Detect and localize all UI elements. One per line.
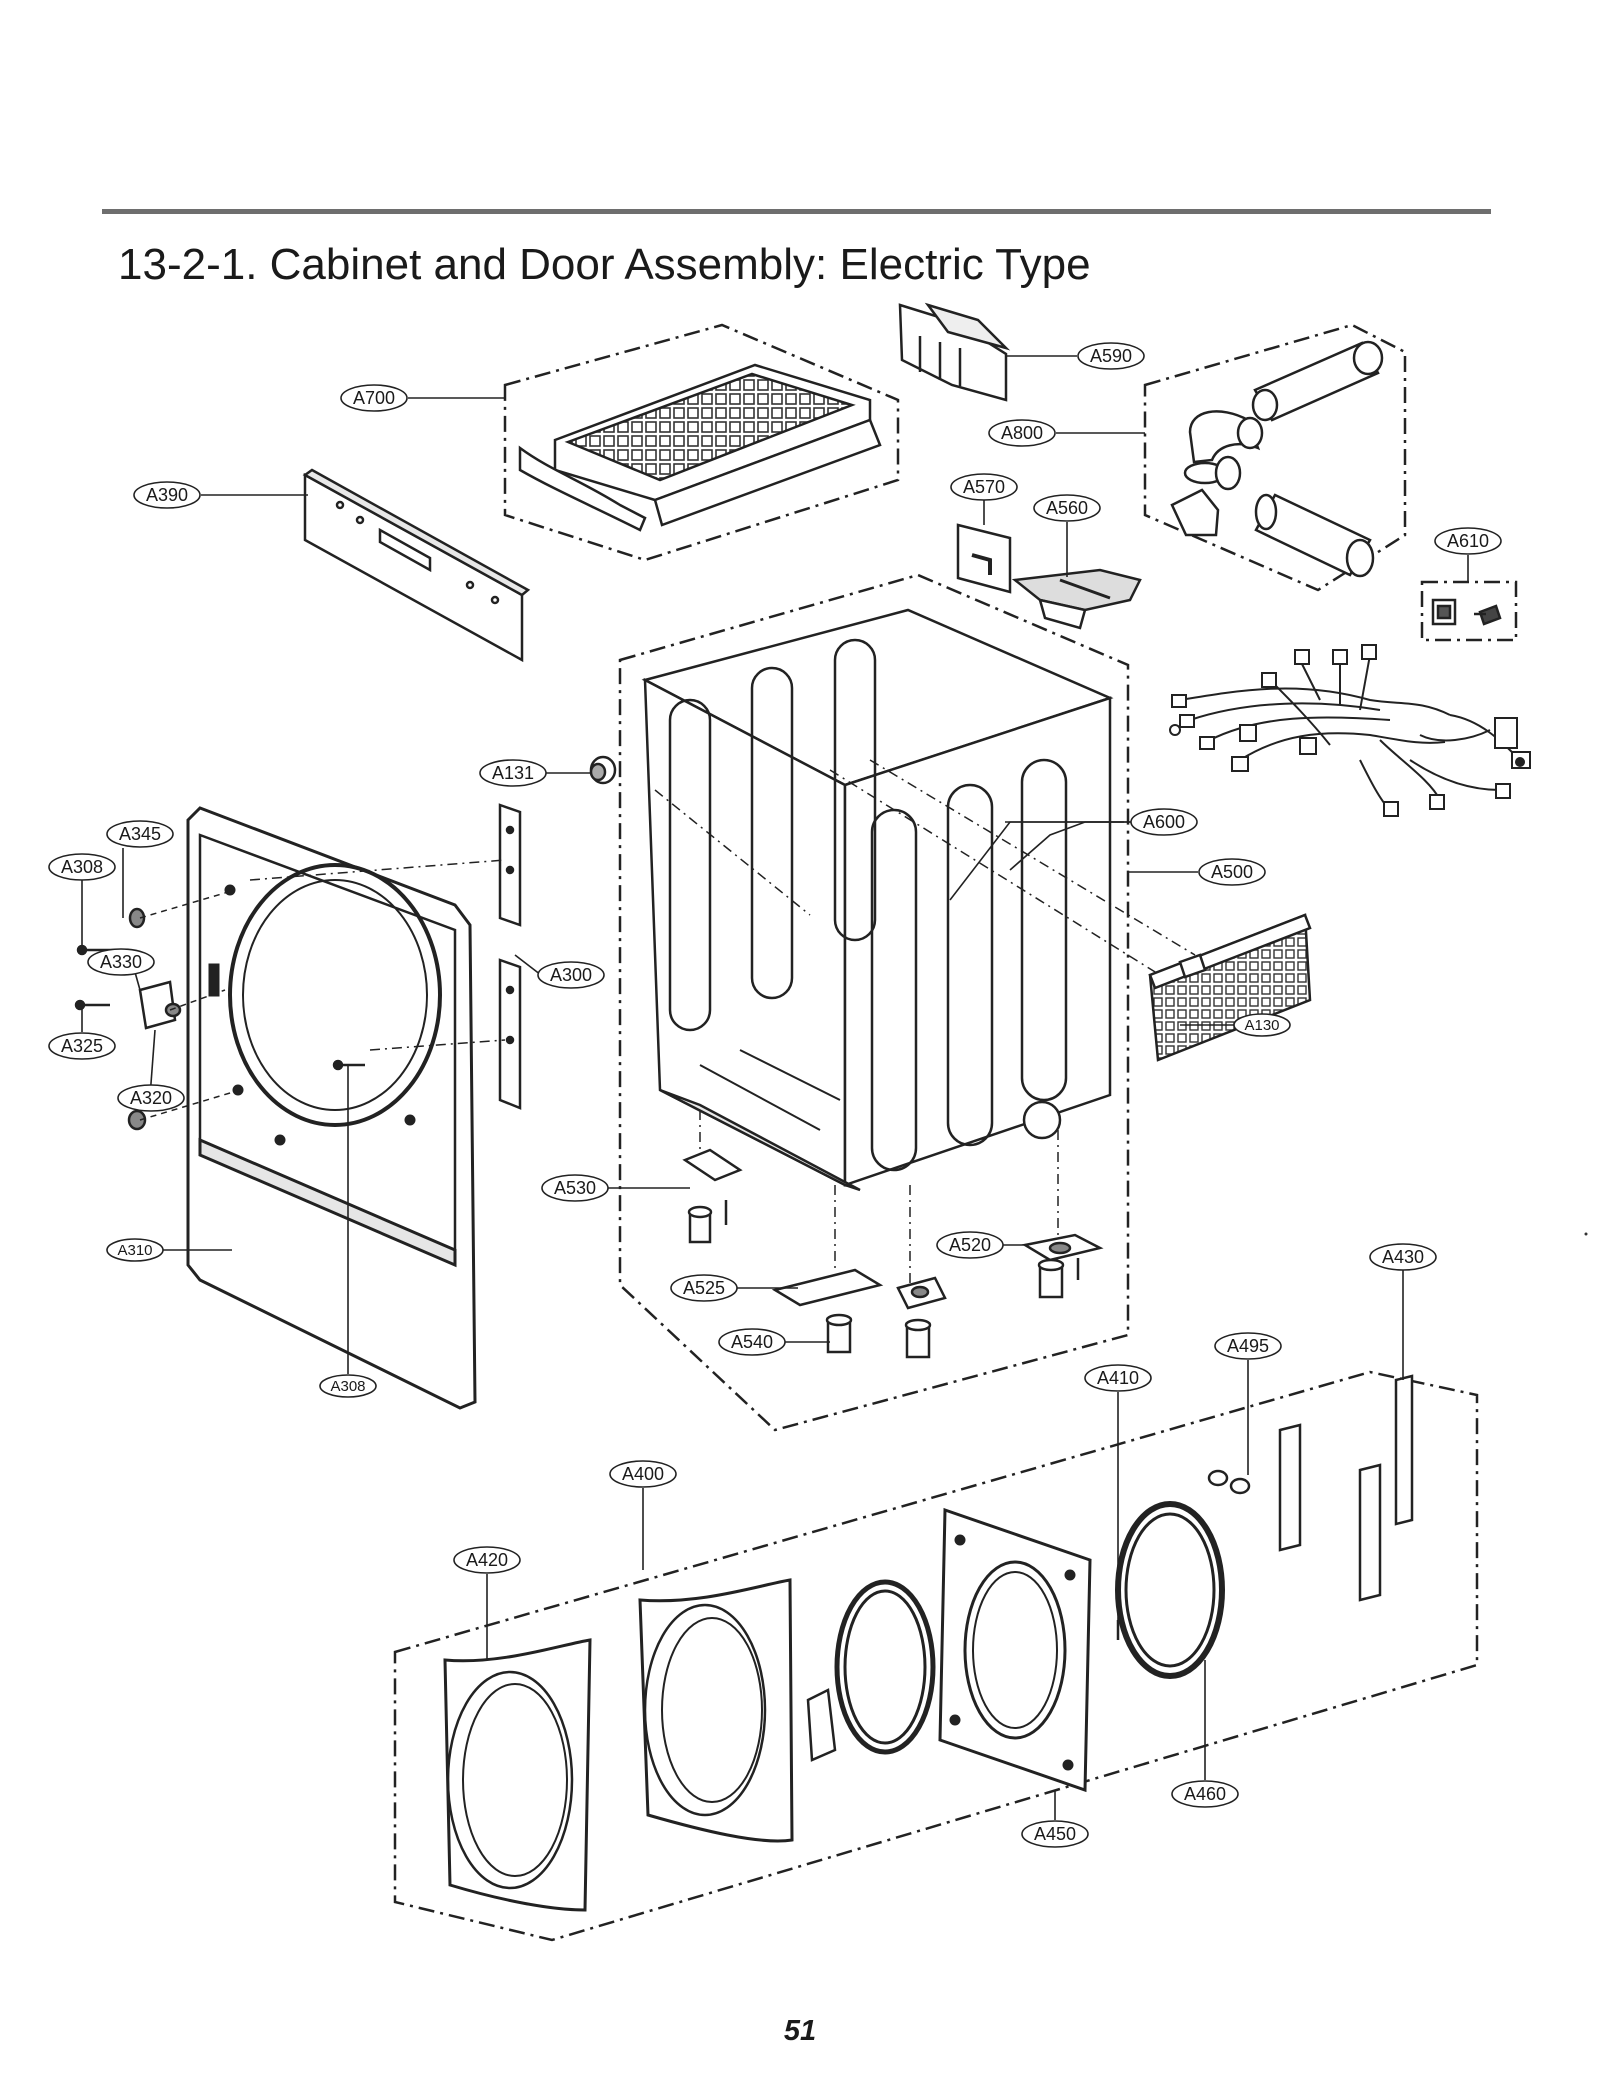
- callout-A570: A570: [950, 473, 1018, 501]
- svg-text:A320: A320: [130, 1088, 172, 1108]
- door-inner-plate-part: [938, 1507, 1092, 1793]
- svg-text:A570: A570: [963, 477, 1005, 497]
- callout-A540: A540: [718, 1328, 786, 1356]
- callout-A525: A525: [670, 1274, 738, 1302]
- leader-lines: [81, 355, 1469, 1820]
- door-outer-part: [638, 1578, 794, 1843]
- grommet-part: [589, 755, 617, 785]
- svg-text:A600: A600: [1143, 812, 1185, 832]
- callout-A520: A520: [936, 1231, 1004, 1259]
- svg-text:A500: A500: [1211, 862, 1253, 882]
- wire-harness-part: [1169, 644, 1531, 817]
- svg-text:A520: A520: [949, 1235, 991, 1255]
- stray-dot: [1584, 1232, 1588, 1236]
- svg-text:A325: A325: [61, 1036, 103, 1056]
- door-hardware-parts: [74, 889, 365, 1131]
- callout-A495: A495: [1214, 1332, 1282, 1360]
- svg-text:A131: A131: [492, 763, 534, 783]
- callout-A390: A390: [133, 481, 201, 509]
- door-latch-part: [1116, 1374, 1414, 1640]
- svg-text:A300: A300: [550, 965, 592, 985]
- callout-A308: A308: [48, 853, 116, 881]
- svg-text:A345: A345: [119, 824, 161, 844]
- callout-A308-lower: A308: [319, 1374, 377, 1398]
- callout-A420: A420: [453, 1546, 521, 1574]
- svg-text:A610: A610: [1447, 531, 1489, 551]
- door-gasket-ring-part: [834, 1579, 936, 1755]
- svg-text:A390: A390: [146, 485, 188, 505]
- callout-A590: A590: [1077, 342, 1145, 370]
- svg-text:A540: A540: [731, 1332, 773, 1352]
- svg-text:A130: A130: [1244, 1017, 1279, 1034]
- page-title: 13-2-1. Cabinet and Door Assembly: Elect…: [118, 240, 1091, 289]
- base-feet-parts: [682, 1148, 1104, 1359]
- callout-A460: A460: [1171, 1780, 1239, 1808]
- header-rule: [102, 209, 1491, 214]
- callout-A430: A430: [1369, 1243, 1437, 1271]
- vent-cover-part: [898, 302, 1011, 402]
- svg-text:A560: A560: [1046, 498, 1088, 518]
- svg-text:A410: A410: [1097, 1368, 1139, 1388]
- callout-labels: A590 A700 A800 A390 A570 A560 A610 A131 …: [48, 342, 1502, 1848]
- callout-A310: A310: [106, 1238, 164, 1262]
- callout-A330: A330: [87, 948, 155, 976]
- svg-text:A495: A495: [1227, 1336, 1269, 1356]
- callout-A325: A325: [48, 1032, 116, 1060]
- callout-A130: A130: [1233, 1013, 1291, 1037]
- callout-A345: A345: [106, 820, 174, 848]
- group-boundary-door-assembly: [393, 1370, 1479, 1942]
- callout-A500: A500: [1198, 858, 1266, 886]
- callout-A700: A700: [340, 384, 408, 412]
- callout-A410: A410: [1084, 1364, 1152, 1392]
- group-boundary-a610: [1420, 580, 1518, 642]
- svg-text:A420: A420: [466, 1550, 508, 1570]
- svg-text:A308: A308: [330, 1378, 365, 1395]
- a610-part: [1431, 598, 1502, 626]
- door-bezel-part: [443, 1638, 592, 1912]
- group-boundary-duct-kit: [1143, 323, 1407, 592]
- svg-text:A460: A460: [1184, 1784, 1226, 1804]
- svg-text:A430: A430: [1382, 1247, 1424, 1267]
- svg-text:A308: A308: [61, 857, 103, 877]
- callout-A400: A400: [609, 1460, 677, 1488]
- duct-kit-part: [1170, 340, 1384, 578]
- svg-text:A590: A590: [1090, 346, 1132, 366]
- plate-part: [956, 523, 1012, 594]
- callout-A800: A800: [988, 419, 1056, 447]
- svg-text:A525: A525: [683, 1278, 725, 1298]
- callout-A300: A300: [537, 961, 605, 989]
- callout-A450: A450: [1021, 1820, 1089, 1848]
- door-hinge-part: [806, 1688, 837, 1762]
- callout-A320: A320: [117, 1084, 185, 1112]
- front-panel-part: [186, 806, 477, 1410]
- lint-filter-part: [1148, 913, 1312, 1062]
- svg-text:A330: A330: [100, 952, 142, 972]
- svg-text:A400: A400: [622, 1464, 664, 1484]
- page-number: 51: [783, 2015, 817, 2047]
- callout-A530: A530: [541, 1174, 609, 1202]
- svg-text:A800: A800: [1001, 423, 1043, 443]
- hinge-bracket-part: [498, 803, 522, 1110]
- svg-text:A450: A450: [1034, 1824, 1076, 1844]
- svg-text:A530: A530: [554, 1178, 596, 1198]
- group-boundary-top-grill: [503, 323, 900, 562]
- thermostat-bracket-part: [1011, 568, 1142, 630]
- callout-A131: A131: [479, 759, 547, 787]
- callout-A610: A610: [1434, 527, 1502, 555]
- svg-text:A700: A700: [353, 388, 395, 408]
- callout-A600: A600: [1130, 808, 1198, 836]
- door-glass-part: [1115, 1501, 1225, 1679]
- rear-bracket-part: [302, 468, 531, 663]
- svg-text:A310: A310: [117, 1242, 152, 1259]
- top-grill-part: [518, 363, 882, 532]
- callout-A560: A560: [1033, 494, 1101, 522]
